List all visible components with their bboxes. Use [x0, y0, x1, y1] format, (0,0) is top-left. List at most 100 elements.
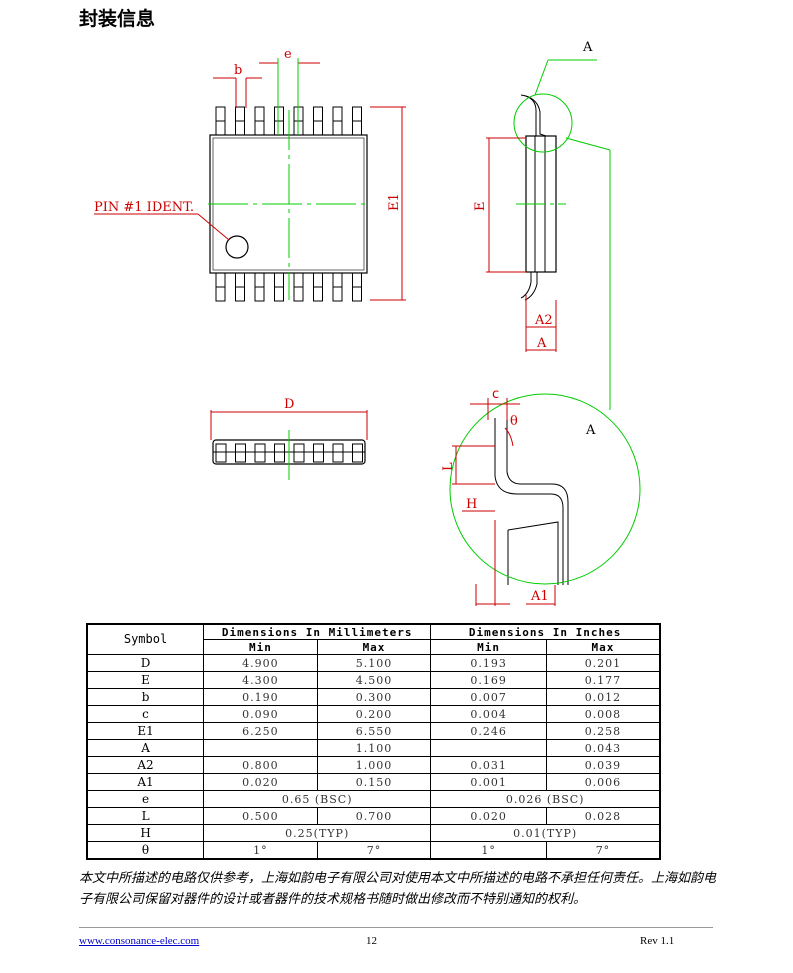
- label-A2: A2: [534, 313, 553, 328]
- row-symbol: L: [86, 807, 205, 825]
- pin1-marker: [225, 235, 249, 259]
- in-max-cell: 0.177: [545, 671, 661, 689]
- in-min-cell: 0.193: [430, 654, 547, 672]
- mm-min-cell: 0.090: [203, 705, 318, 723]
- in-max-cell: 0.006: [545, 773, 661, 791]
- row-symbol: e: [86, 790, 205, 808]
- label-theta: θ: [510, 414, 518, 429]
- in-bsc-cell: 0.026 (BSC): [430, 790, 661, 808]
- mm-max-cell: 0.300: [316, 688, 432, 706]
- header-symbol: Symbol: [86, 623, 205, 655]
- mm-bsc-cell: 0.65 (BSC): [203, 790, 432, 808]
- row-symbol: H: [86, 824, 205, 842]
- label-A1: A1: [530, 589, 549, 604]
- side-view: [520, 94, 557, 301]
- footer-divider: [79, 927, 713, 928]
- row-symbol: θ: [86, 841, 205, 860]
- sub-min: Min: [430, 639, 547, 655]
- row-symbol: E1: [86, 722, 205, 740]
- label-H: H: [466, 497, 477, 512]
- row-symbol: D: [86, 654, 205, 672]
- mm-min-cell: 6.250: [203, 722, 318, 740]
- row-symbol: E: [86, 671, 205, 689]
- in-max-cell: 0.028: [545, 807, 661, 825]
- label-A-top: A: [582, 40, 593, 55]
- lead-end: [332, 443, 344, 463]
- mm-max-cell: 1.000: [316, 756, 432, 774]
- label-D: D: [284, 397, 294, 412]
- in-max-cell: 0.039: [545, 756, 661, 774]
- label-e: e: [284, 47, 292, 62]
- row-symbol: A1: [86, 773, 205, 791]
- header-in: Dimensions In Inches: [430, 623, 661, 640]
- package-drawing: b e PIN #1 IDENT. E1 A E A2 A: [94, 40, 641, 606]
- row-symbol: A2: [86, 756, 205, 774]
- row-symbol: c: [86, 705, 205, 723]
- sub-min: Min: [203, 639, 318, 655]
- mm-max-cell: 0.700: [316, 807, 432, 825]
- in-max-cell: 0.258: [545, 722, 661, 740]
- label-pin1: PIN #1 IDENT.: [94, 200, 194, 215]
- row-symbol: b: [86, 688, 205, 706]
- in-max-cell: 7°: [545, 841, 661, 860]
- in-min-cell: 0.246: [430, 722, 547, 740]
- in-min-cell: 0.001: [430, 773, 547, 791]
- mm-min-cell: 4.900: [203, 654, 318, 672]
- in-max-cell: 0.008: [545, 705, 661, 723]
- mm-min-cell: 0.020: [203, 773, 318, 791]
- label-E: E: [473, 202, 488, 212]
- mm-min-cell: 1°: [203, 841, 318, 860]
- mm-typ-cell: 0.25(TYP): [203, 824, 432, 842]
- mm-min-cell: [203, 739, 318, 757]
- mm-max-cell: 4.500: [316, 671, 432, 689]
- mm-max-cell: 5.100: [316, 654, 432, 672]
- label-c: c: [492, 387, 499, 402]
- mm-min-cell: 0.190: [203, 688, 318, 706]
- revision-label: Rev 1.1: [640, 935, 675, 947]
- in-max-cell: 0.043: [545, 739, 661, 757]
- page-number: 12: [366, 935, 377, 947]
- in-min-cell: 0.004: [430, 705, 547, 723]
- section-title: 封装信息: [79, 8, 156, 30]
- header-mm: Dimensions In Millimeters: [203, 623, 432, 640]
- mm-max-cell: 6.550: [316, 722, 432, 740]
- label-b: b: [234, 63, 242, 78]
- mm-max-cell: 1.100: [316, 739, 432, 757]
- sub-max: Max: [545, 639, 661, 655]
- dimensions-table: Symbol Dimensions In Millimeters Dimensi…: [86, 623, 661, 860]
- lead-end: [352, 443, 363, 463]
- table-row: A 1.100 0.043: [86, 739, 661, 757]
- detail-a: [494, 418, 569, 585]
- mm-max-cell: 7°: [316, 841, 432, 860]
- in-min-cell: 0.169: [430, 671, 547, 689]
- lead-end: [313, 443, 324, 463]
- lead-end: [235, 443, 246, 463]
- row-symbol: A: [86, 739, 205, 757]
- in-max-cell: 0.201: [545, 654, 661, 672]
- lead-end: [274, 443, 285, 463]
- in-min-cell: 0.020: [430, 807, 547, 825]
- footer-website-link[interactable]: www.consonance-elec.com: [79, 935, 200, 947]
- in-min-cell: [430, 739, 547, 757]
- label-L: L: [441, 462, 456, 471]
- mm-min-cell: 0.500: [203, 807, 318, 825]
- lead-end: [293, 443, 305, 463]
- in-min-cell: 1°: [430, 841, 547, 860]
- in-max-cell: 0.012: [545, 688, 661, 706]
- mm-min-cell: 0.800: [203, 756, 318, 774]
- mm-min-cell: 4.300: [203, 671, 318, 689]
- mm-max-cell: 0.150: [316, 773, 432, 791]
- mm-max-cell: 0.200: [316, 705, 432, 723]
- lead-end: [215, 443, 227, 463]
- sub-max: Max: [316, 639, 432, 655]
